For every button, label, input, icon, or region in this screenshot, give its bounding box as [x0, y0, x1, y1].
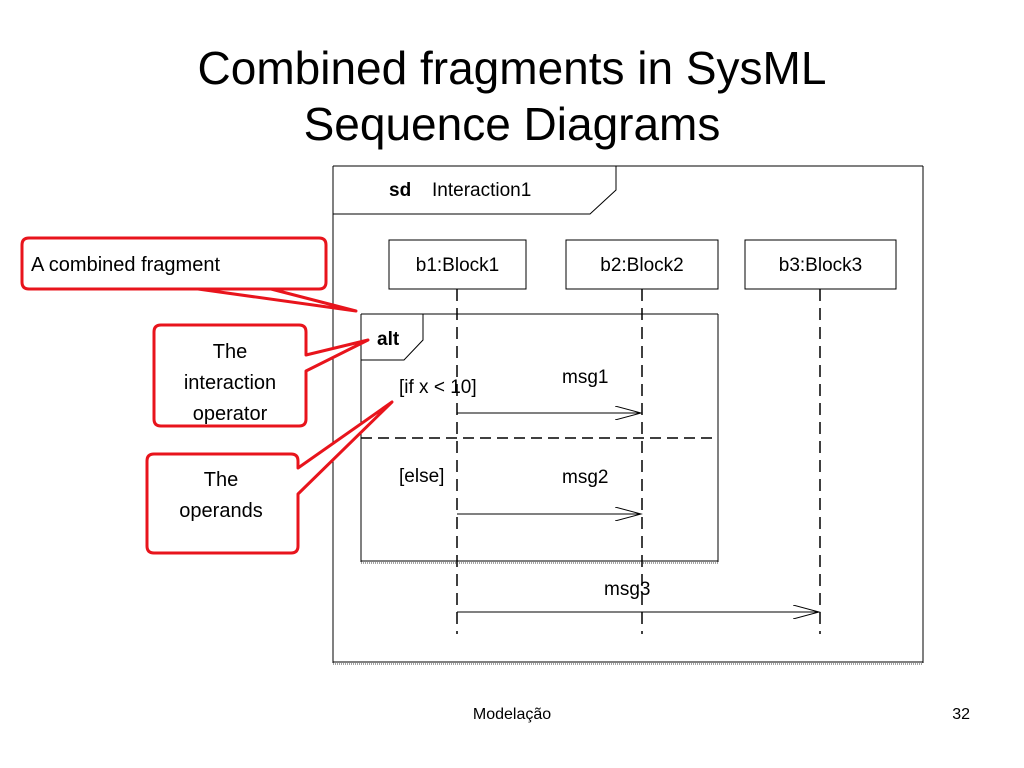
alt-operator-tab [361, 314, 424, 361]
lifeline-b1: b1:Block1 [388, 239, 527, 634]
slide-title: Combined fragments in SysML Sequence Dia… [0, 40, 1024, 152]
callout-combined-fragment: A combined fragment [20, 236, 358, 313]
alt-operator-label: alt [377, 329, 400, 350]
callout-combined-fragment-text: A combined fragment [31, 254, 220, 276]
message-msg1: msg1 [457, 367, 641, 413]
sd-frame: sd Interaction1 [332, 165, 924, 665]
lifeline-b1-label: b1:Block1 [416, 255, 499, 276]
slide-page-number: 32 [952, 706, 970, 723]
callout-operator-line-1: The [213, 341, 247, 363]
operand-guard-1: [if x < 10] [399, 377, 477, 398]
slide-title-line-2: Sequence Diagrams [303, 98, 721, 150]
sd-frame-tab [333, 166, 617, 215]
lifeline-b3: b3:Block3 [744, 239, 897, 634]
lifeline-b2-label: b2:Block2 [600, 255, 683, 276]
callout-operands-line-2: operands [179, 500, 262, 522]
operand-guard-2: [else] [399, 466, 444, 487]
message-msg3-label: msg3 [604, 579, 650, 600]
callout-operator-line-3: operator [193, 403, 268, 425]
message-msg3: msg3 [457, 579, 819, 612]
message-msg2: msg2 [457, 467, 641, 514]
message-msg2-label: msg2 [562, 467, 608, 488]
callout-operator-line-2: interaction [184, 372, 276, 394]
sd-frame-keyword: sd [389, 180, 411, 201]
lifeline-b3-label: b3:Block3 [779, 255, 862, 276]
callout-interaction-operator: The interaction operator [152, 323, 370, 428]
lifeline-b2: b2:Block2 [565, 239, 719, 634]
alt-fragment: alt [if x < 10] [else] [360, 313, 719, 564]
callout-operands: The operands [145, 400, 394, 555]
slide-footer-label: Modelação [472, 706, 552, 723]
message-msg1-label: msg1 [562, 367, 608, 388]
callout-operands-line-1: The [204, 469, 238, 491]
slide-title-line-1: Combined fragments in SysML [197, 42, 827, 94]
sd-frame-name: Interaction1 [432, 180, 531, 201]
